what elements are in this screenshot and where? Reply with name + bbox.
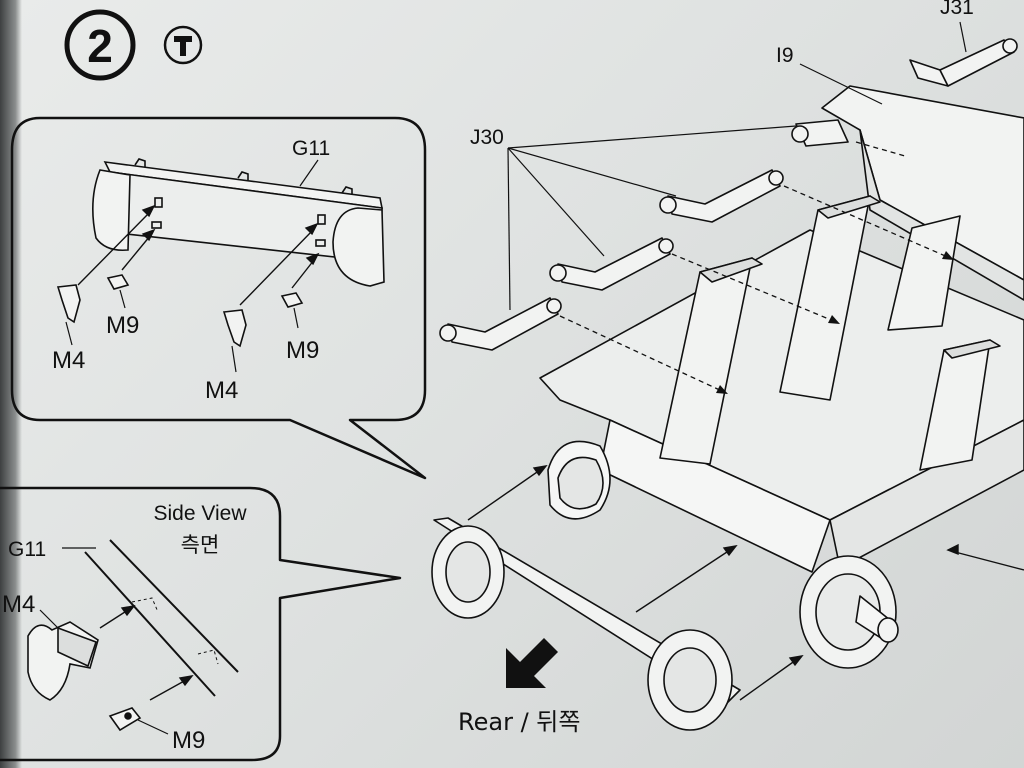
side-arrows (99, 605, 194, 701)
side-view-title-ko: 측면 (181, 533, 220, 557)
detail-arrows (77, 204, 320, 306)
leader-lines (507, 21, 967, 311)
label-j30: J30 (470, 126, 504, 149)
part-j30-pin-1 (791, 119, 849, 147)
part-j30-pin-2 (659, 169, 784, 223)
side-view-title: Side View (153, 502, 247, 525)
side-m9-nut (108, 707, 142, 732)
step-number: 2 (87, 20, 113, 72)
label-g11-detail: G11 (292, 137, 330, 160)
label-m9-left: M9 (106, 312, 139, 339)
insertion-arrowheads (716, 251, 954, 394)
part-m9-left (106, 274, 130, 290)
part-g11-plate (92, 158, 385, 287)
side-m4-clip (27, 621, 99, 701)
part-j30-pin-3 (549, 237, 674, 291)
label-i9: I9 (776, 44, 794, 67)
label-m4-side: M4 (2, 591, 35, 618)
insertion-guides (559, 141, 951, 393)
part-j31-pin (909, 38, 1018, 87)
main-assembly (431, 38, 1024, 731)
label-j31: J31 (940, 0, 974, 19)
part-m4-left (56, 284, 81, 324)
side-view-callout: Side View 측면 G11 M4 M9 (0, 486, 402, 762)
part-m9-right (280, 292, 304, 308)
label-m9-right: M9 (286, 337, 319, 364)
part-m4-right (222, 309, 247, 348)
label-g11-side: G11 (8, 538, 46, 561)
part-j30-pin-4 (439, 297, 562, 351)
step-badge: 2 (64, 9, 136, 81)
rear-direction-label: Rear / 뒤쪽 (458, 708, 580, 736)
assembly-arrows (467, 465, 1024, 701)
glue-tube-icon (163, 25, 203, 65)
label-m4-right: M4 (205, 377, 238, 404)
detail-callout: G11 M4 M9 M4 (10, 116, 427, 480)
rear-direction-arrow-icon (506, 638, 558, 688)
label-m4-left: M4 (52, 347, 85, 374)
label-m9-side: M9 (172, 727, 205, 754)
